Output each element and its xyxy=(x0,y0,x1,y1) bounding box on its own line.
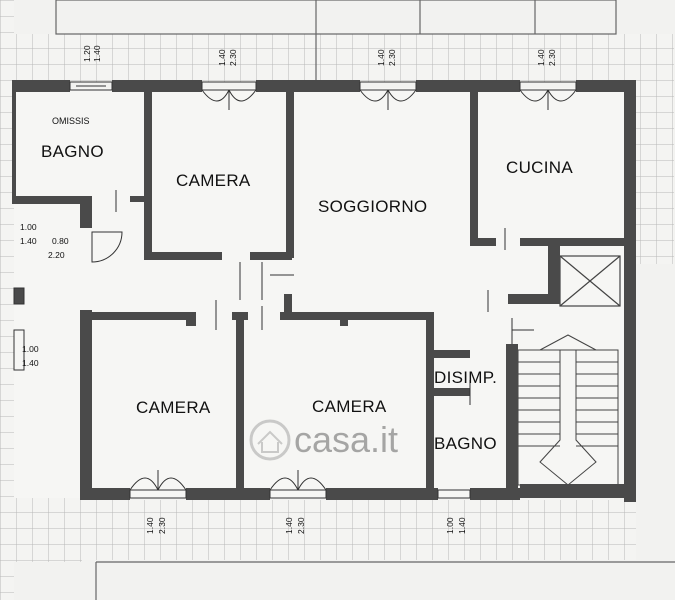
door-swings xyxy=(91,190,534,405)
room-label-camera-left: CAMERA xyxy=(136,398,211,417)
bottom-windows xyxy=(129,470,471,499)
dim-left-2b: 1.40 xyxy=(22,358,39,368)
dim-left-1c: 0.80 xyxy=(52,236,69,246)
dim-top-3a: 1.40 xyxy=(376,49,386,66)
walls xyxy=(12,80,636,502)
dim-top-2a: 1.40 xyxy=(217,49,227,66)
top-windows xyxy=(69,81,577,110)
dim-top-4a: 1.40 xyxy=(536,49,546,66)
room-label-bagno-bottom: BAGNO xyxy=(434,434,497,453)
left-windows xyxy=(13,287,25,371)
dim-top-3b: 2.30 xyxy=(387,49,397,66)
dim-top-1a: 1.20 xyxy=(82,45,92,62)
dim-top-1b: 1.40 xyxy=(92,45,102,62)
dim-left-1d: 2.20 xyxy=(48,250,65,260)
dim-top-2b: 2.30 xyxy=(228,49,238,66)
lower-outline xyxy=(95,561,675,600)
dim-bot-3a: 1.00 xyxy=(445,517,455,534)
room-label-disimp: DISIMP. xyxy=(434,368,497,387)
dim-left-1b: 1.40 xyxy=(20,236,37,246)
dim-bot-2a: 1.40 xyxy=(284,517,294,534)
room-label-camera-center: CAMERA xyxy=(312,397,387,416)
interior-floor xyxy=(14,88,634,498)
dim-top-4b: 2.30 xyxy=(547,49,557,66)
watermark: casa.it xyxy=(249,419,398,461)
dim-bot-1a: 1.40 xyxy=(145,517,155,534)
room-label-camera-top: CAMERA xyxy=(176,171,251,190)
dim-bot-1b: 2.30 xyxy=(157,517,167,534)
watermark-text: casa.it xyxy=(294,419,398,460)
room-label-soggiorno: SOGGIORNO xyxy=(318,197,427,216)
room-label-cucina: CUCINA xyxy=(506,158,573,177)
room-label-bagno-top: BAGNO xyxy=(41,142,104,161)
dimension-labels: 1.20 1.40 1.40 2.30 1.40 2.30 1.40 2.30 … xyxy=(20,45,557,534)
dim-left-2a: 1.00 xyxy=(22,344,39,354)
omissis-label: OMISSIS xyxy=(52,116,90,126)
dim-bot-2b: 2.30 xyxy=(296,517,306,534)
dim-left-1a: 1.00 xyxy=(20,222,37,232)
dim-bot-3b: 1.40 xyxy=(457,517,467,534)
